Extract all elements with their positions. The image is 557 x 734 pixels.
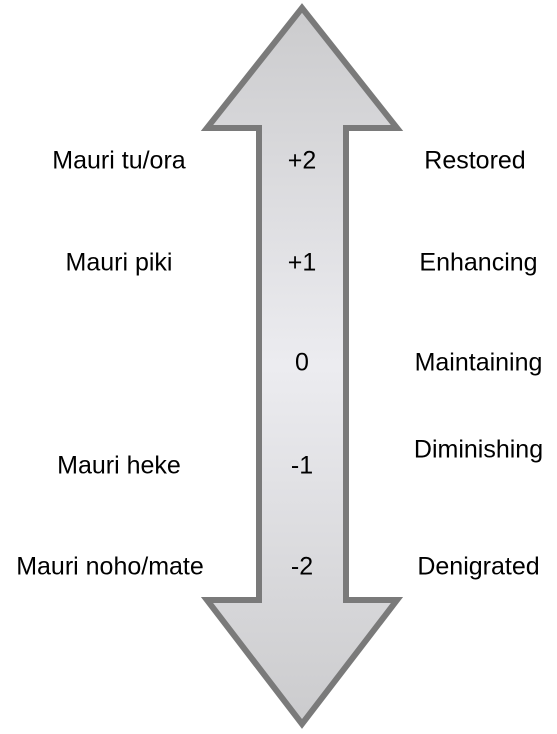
right-label-row-5: Denigrated — [417, 552, 540, 581]
left-label-row-2: Mauri piki — [65, 248, 173, 277]
score-row-5: -2 — [290, 552, 314, 581]
right-label-row-4: Diminishing — [413, 435, 544, 464]
right-label-row-1: Restored — [424, 146, 526, 175]
right-label-row-2: Enhancing — [419, 248, 538, 277]
score-row-2: +1 — [287, 248, 317, 277]
score-row-1: +2 — [287, 146, 317, 175]
left-label-row-5: Mauri noho/mate — [16, 552, 204, 581]
left-label-row-1: Mauri tu/ora — [52, 146, 186, 175]
score-row-4: -1 — [290, 451, 314, 480]
score-row-3: 0 — [295, 348, 309, 377]
right-label-row-3: Maintaining — [414, 348, 543, 377]
arrow-body — [200, 3, 404, 729]
left-label-row-4: Mauri heke — [57, 451, 181, 480]
